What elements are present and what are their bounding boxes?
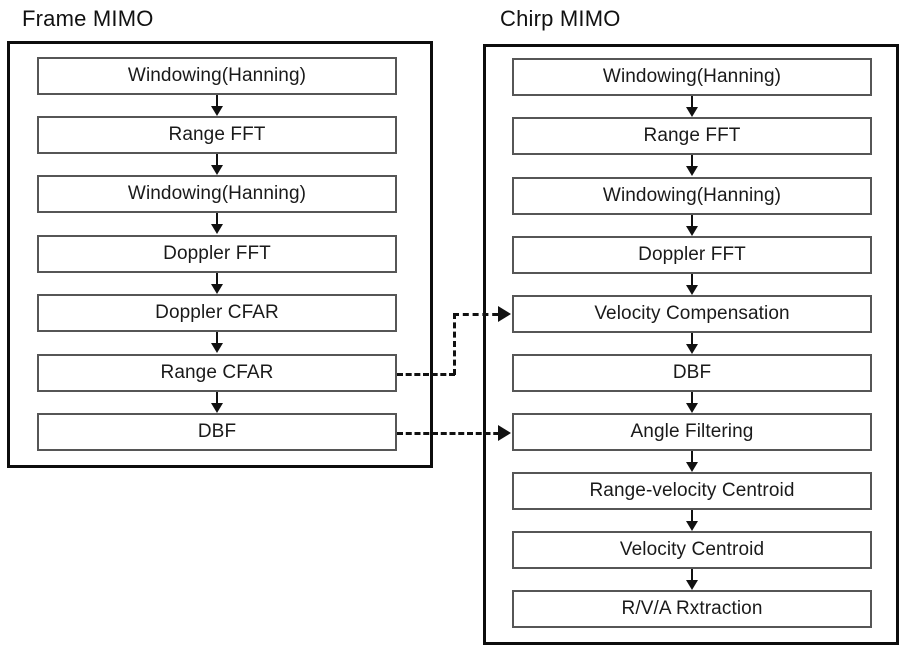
frame-step-windowing-hanning-1[interactable]: Windowing(Hanning) [37,57,397,95]
arrow-down-icon [210,273,224,294]
arrow-down-icon [685,392,699,413]
link-dbf-to-angle-filtering-segment [397,432,508,435]
arrow-down-icon [685,274,699,295]
chirp-step-doppler-fft[interactable]: Doppler FFT [512,236,872,274]
arrow-right-icon [498,425,511,441]
arrow-down-icon [685,451,699,472]
link-range-cfar-to-velocity-compensation-segment-h1 [397,373,455,376]
arrow-down-icon [210,332,224,353]
chirp-step-angle-filtering[interactable]: Angle Filtering [512,413,872,451]
chirp-step-windowing-hanning-1[interactable]: Windowing(Hanning) [512,58,872,96]
frame-step-windowing-hanning-2[interactable]: Windowing(Hanning) [37,175,397,213]
arrow-down-icon [685,155,699,176]
chirp-step-windowing-hanning-2[interactable]: Windowing(Hanning) [512,177,872,215]
chirp-step-velocity-compensation[interactable]: Velocity Compensation [512,295,872,333]
arrow-down-icon [685,96,699,117]
arrow-down-icon [685,569,699,590]
chirp-step-dbf[interactable]: DBF [512,354,872,392]
arrow-down-icon [685,333,699,354]
arrow-right-icon [498,306,511,322]
chirp-step-rva-rxtraction[interactable]: R/V/A Rxtraction [512,590,872,628]
arrow-down-icon [210,392,224,413]
frame-step-dbf[interactable]: DBF [37,413,397,451]
link-range-cfar-to-velocity-compensation-segment-h2 [453,313,508,316]
frame-mimo-title: Frame MIMO [22,6,154,31]
frame-step-range-cfar[interactable]: Range CFAR [37,354,397,392]
arrow-down-icon [210,154,224,175]
arrow-down-icon [685,215,699,236]
frame-step-range-fft[interactable]: Range FFT [37,116,397,154]
frame-step-doppler-cfar[interactable]: Doppler CFAR [37,294,397,332]
chirp-step-range-fft[interactable]: Range FFT [512,117,872,155]
chirp-mimo-title: Chirp MIMO [500,6,621,31]
frame-step-doppler-fft[interactable]: Doppler FFT [37,235,397,273]
chirp-step-velocity-centroid[interactable]: Velocity Centroid [512,531,872,569]
arrow-down-icon [685,510,699,531]
arrow-down-icon [210,95,224,116]
chirp-step-range-velocity-centroid[interactable]: Range-velocity Centroid [512,472,872,510]
arrow-down-icon [210,213,224,234]
link-range-cfar-to-velocity-compensation-segment-v [453,313,456,375]
